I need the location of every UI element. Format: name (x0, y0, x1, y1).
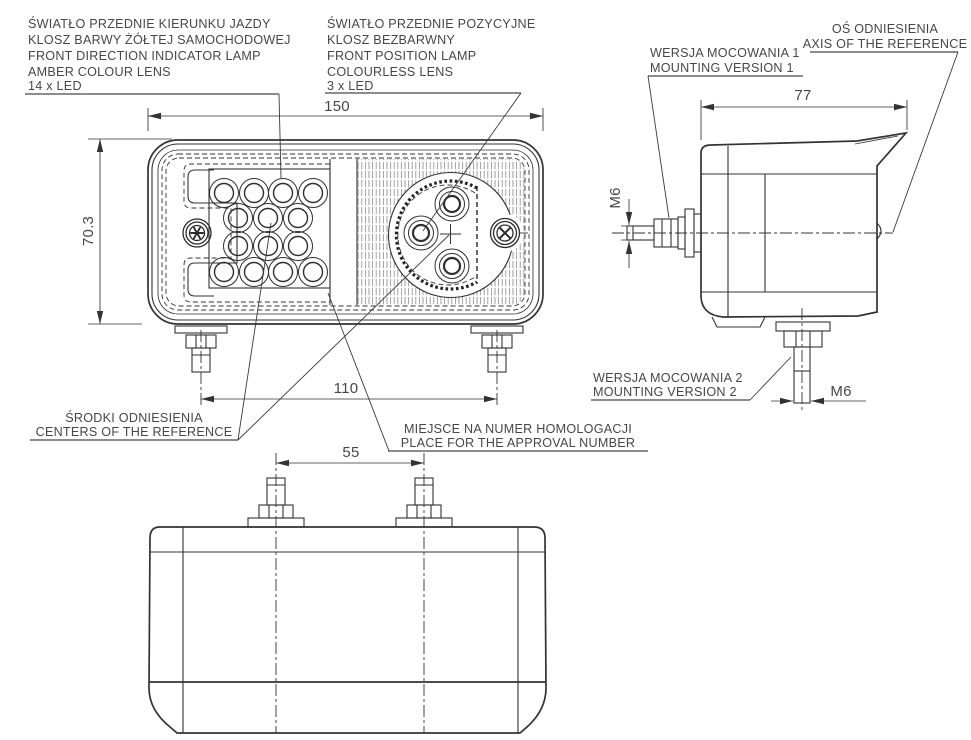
reflector-serrated-edge (394, 179, 478, 291)
bottom-body-outline (148, 526, 547, 734)
label-line: OŚ ODNIESIENIA (832, 21, 939, 36)
reference-center-cross (440, 224, 461, 244)
led-row-3 (223, 231, 313, 261)
torx-screw-icon (182, 218, 212, 248)
bottom-centerlines (275, 453, 425, 733)
label-line: ŚWIATŁO PRZEDNIE KIERUNKU JAZDY (28, 16, 271, 31)
label-approval-number: MIEJSCE NA NUMER HOMOLOGACJI PLACE FOR T… (327, 292, 648, 452)
dimension-front-bolt-spacing: 110 (201, 380, 497, 403)
amber-lens-step-outline (187, 169, 238, 297)
dim-150: 150 (324, 98, 350, 115)
label-front-position-lamp: ŚWIATŁO PRZEDNIE POZYCYJNE KLOSZ BEZBARW… (325, 16, 536, 232)
label-line: PLACE FOR THE APPROVAL NUMBER (401, 436, 635, 450)
label-line: FRONT DIRECTION INDICATOR LAMP (28, 49, 261, 63)
label-mounting-version-2: WERSJA MOCOWANIA 2 MOUNTING VERSION 2 (591, 356, 792, 401)
led-row-2 (223, 203, 313, 233)
side-mounting-bolt-vertical (775, 321, 831, 404)
label-line: KLOSZ BARWY ŻÓŁTEJ SAMOCHODOWEJ (28, 32, 291, 47)
label-line: ŚRODKI ODNIESIENIA (65, 410, 203, 425)
dim-70-3: 70.3 (80, 216, 97, 246)
dimension-overall-width: 150 (147, 98, 544, 131)
lens-divider (329, 159, 358, 305)
dimension-bottom-bolt-spacing: 55 (276, 444, 424, 467)
dim-55: 55 (342, 444, 359, 461)
dimension-overall-height: 70.3 (80, 138, 172, 325)
label-centers-of-reference: ŚRODKI ODNIESIENIA CENTERS OF THE REFERE… (30, 222, 450, 441)
position-led-array (403, 186, 470, 284)
label-line: MIEJSCE NA NUMER HOMOLOGACJI (404, 422, 632, 436)
dimension-bottom-thread: M6 (771, 383, 866, 405)
dim-m6-bottom: M6 (830, 383, 851, 400)
label-line: KLOSZ BEZBARWNY (327, 33, 455, 47)
label-line: WERSJA MOCOWANIA 2 (593, 371, 743, 385)
side-bottom-foot (711, 316, 766, 328)
led-row-1 (209, 178, 328, 208)
front-body-outlines (147, 139, 544, 325)
amber-section (182, 163, 331, 303)
led-grid-frame (208, 168, 331, 289)
label-line: AMBER COLOUR LENS (28, 65, 171, 79)
label-axis-of-reference: OŚ ODNIESIENIA AXIS OF THE REFERENCE (803, 21, 968, 233)
front-bolt-centerlines (200, 330, 498, 406)
phillips-screw-icon (486, 214, 528, 252)
dim-77: 77 (794, 87, 811, 104)
label-line: WERSJA MOCOWANIA 1 (650, 46, 800, 60)
bottom-view (148, 453, 547, 734)
side-body-outline (700, 131, 909, 318)
reflector-inner-dashed (397, 184, 476, 286)
label-line: MOUNTING VERSION 1 (650, 61, 794, 75)
dimension-depth: 77 (700, 87, 908, 140)
front-view (147, 139, 544, 406)
led-row-4 (209, 257, 328, 287)
label-line: 14 x LED (28, 79, 82, 93)
label-line: MOUNTING VERSION 2 (593, 385, 737, 399)
dimension-side-thread: M6 (607, 187, 650, 268)
amber-led-array (209, 178, 328, 287)
dim-110: 110 (334, 380, 359, 397)
dim-m6-side: M6 (607, 187, 624, 208)
label-line: CENTERS OF THE REFERENCE (36, 425, 233, 439)
label-line: AXIS OF THE REFERENCE (803, 37, 968, 51)
label-line: COLOURLESS LENS (327, 65, 453, 79)
position-lamp-section (387, 171, 528, 299)
label-front-direction-indicator: ŚWIATŁO PRZEDNIE KIERUNKU JAZDY KLOSZ BA… (25, 16, 291, 179)
label-line: FRONT POSITION LAMP (327, 49, 476, 63)
side-lens-boss (876, 222, 882, 240)
side-view (612, 131, 909, 412)
label-mounting-version-1: WERSJA MOCOWANIA 1 MOUNTING VERSION 1 (647, 46, 803, 219)
label-line: 3 x LED (327, 79, 374, 93)
label-line: ŚWIATŁO PRZEDNIE POZYCYJNE (327, 16, 536, 31)
